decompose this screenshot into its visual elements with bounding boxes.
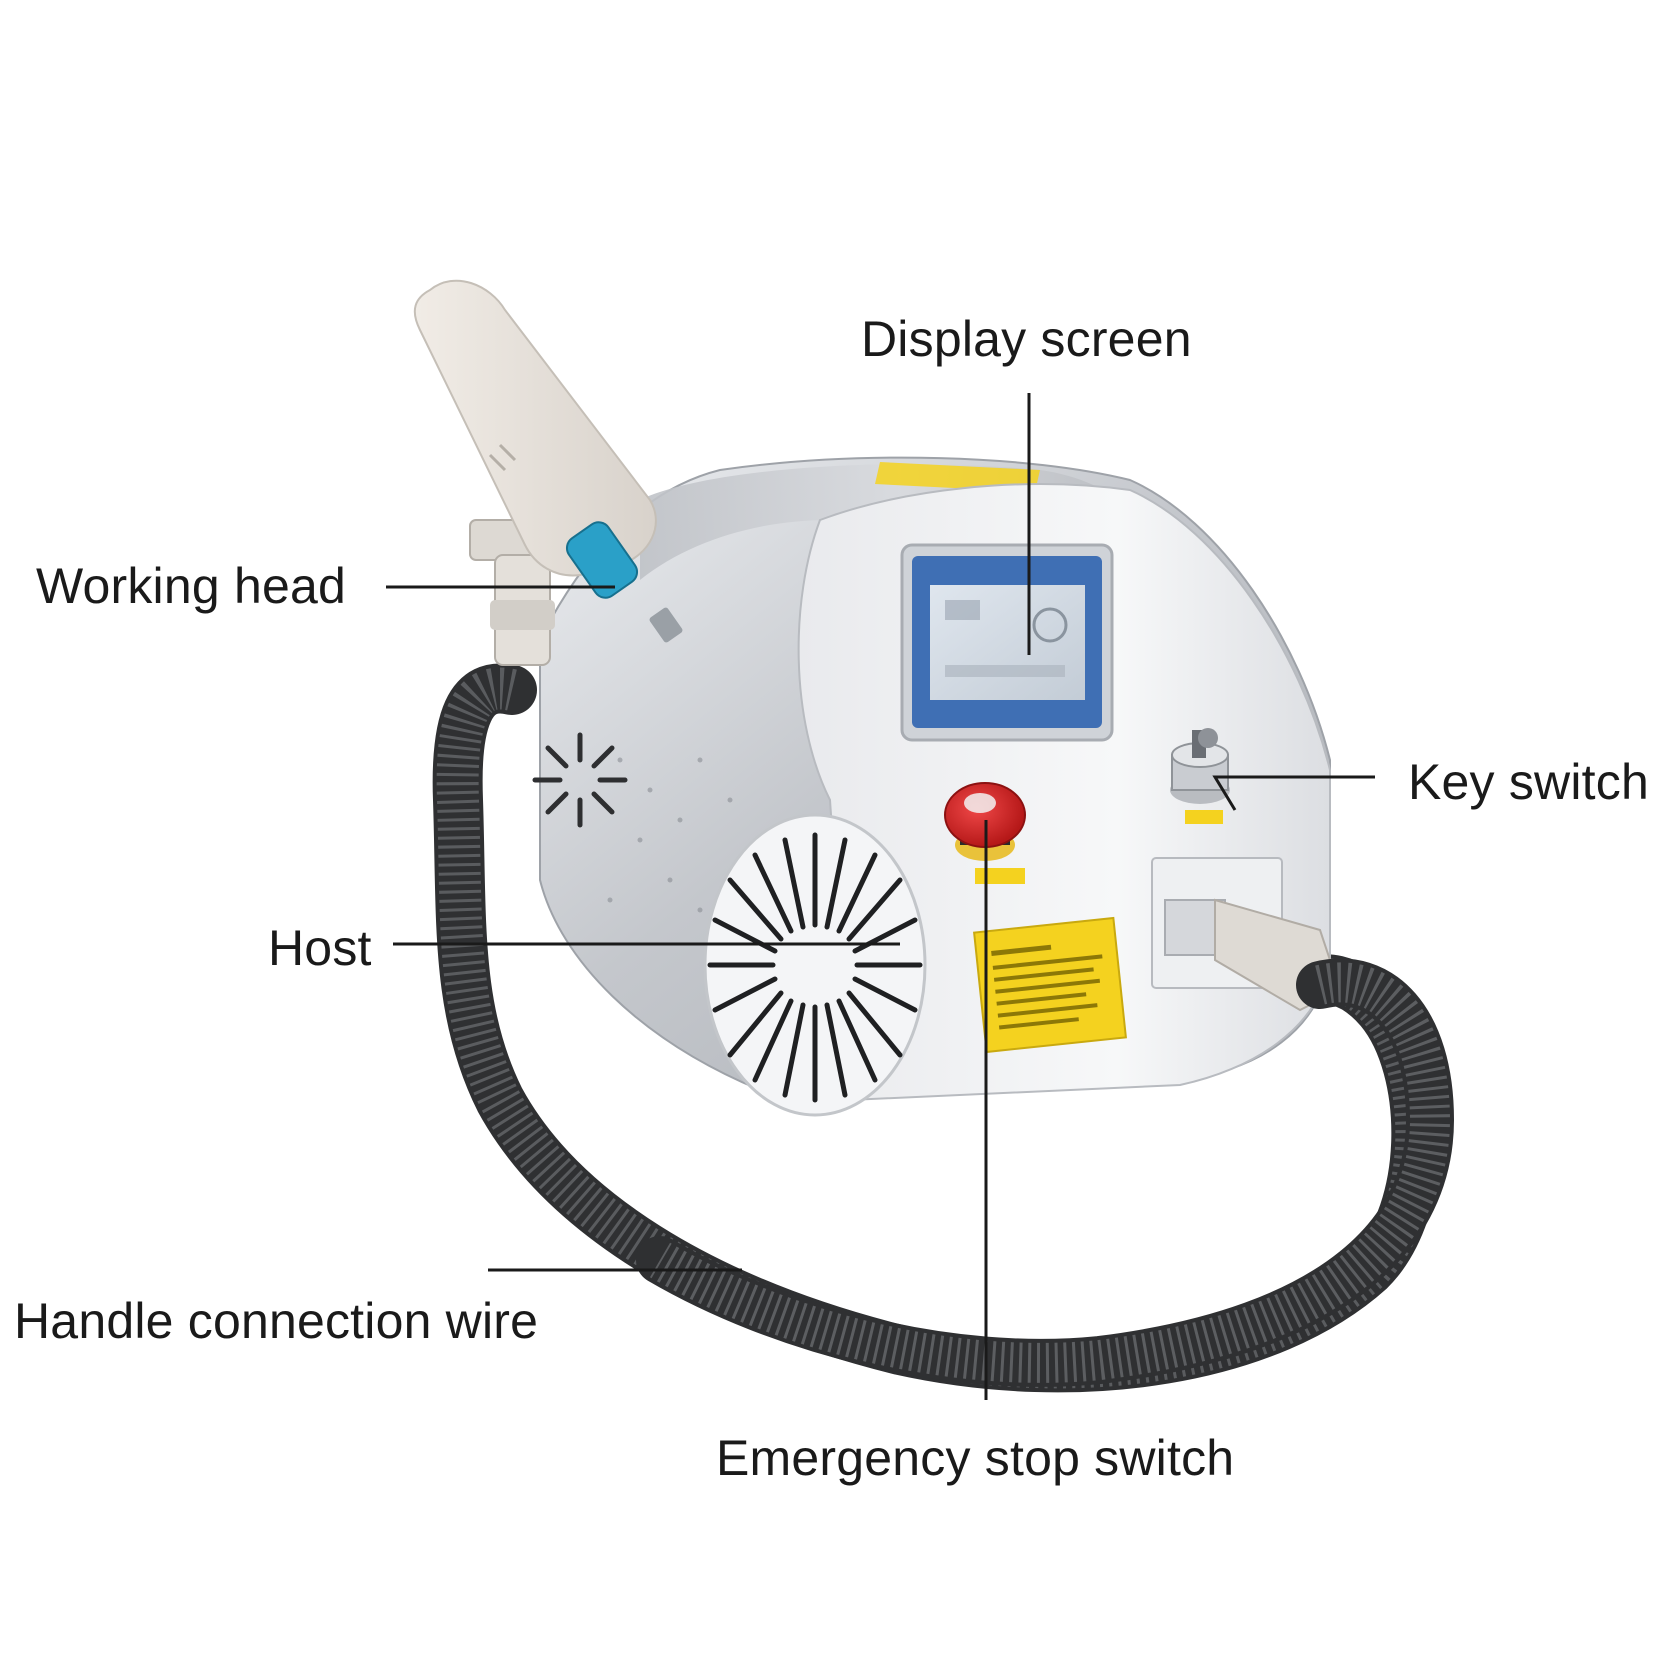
leader-key-switch [1212,775,1375,811]
display-screen [900,543,1114,742]
label-emergency-stop-switch: Emergency stop switch [716,1430,1235,1486]
label-host: Host [268,920,372,976]
label-key-switch: Key switch [1408,754,1649,810]
leader-lines [386,393,1375,1400]
working-head-handpiece [413,279,683,643]
warning-label [973,916,1127,1054]
host-body [532,456,1342,1117]
key-switch [1170,728,1230,824]
handpiece-holder [469,519,555,666]
label-display-screen: Display screen [861,311,1192,367]
label-working-head: Working head [36,558,346,614]
label-handle-connection-wire: Handle connection wire [14,1293,539,1349]
handle-connection-cable-front [636,958,1455,1387]
